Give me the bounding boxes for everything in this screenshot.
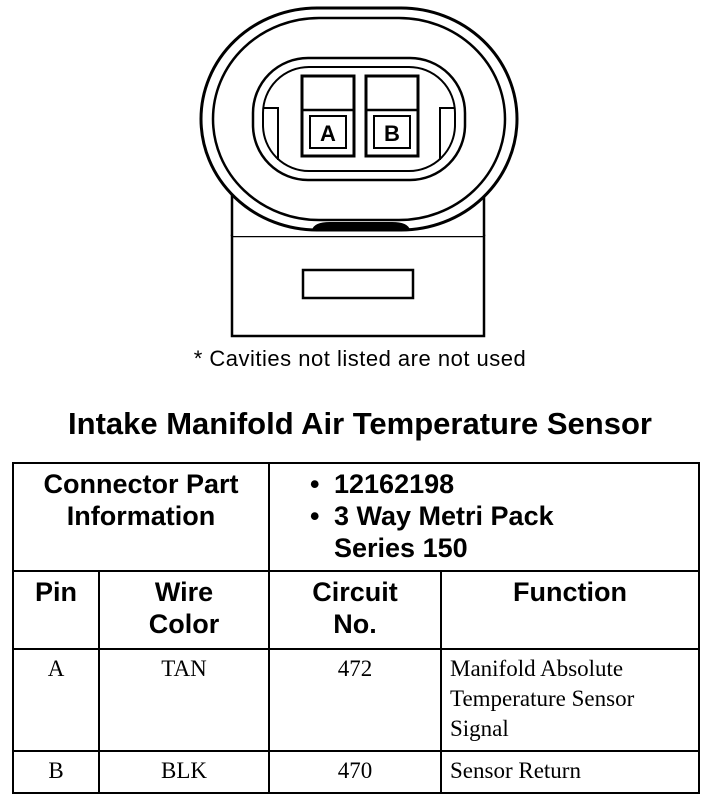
connector-key: [312, 222, 410, 230]
header-circuit-line1: Circuit: [312, 577, 398, 607]
header-wire-color-line1: Wire: [154, 577, 214, 607]
cavity-a-label-box: [309, 115, 347, 149]
part-number-item: •12162198: [310, 469, 455, 499]
cavity-a-label: A: [320, 121, 336, 146]
part-number: 12162198: [334, 469, 455, 499]
header-function: Function: [439, 570, 701, 650]
connector-inner-face-rim: [262, 66, 456, 172]
function-line: Temperature Sensor: [450, 686, 635, 711]
connector-face-edge-right: [439, 107, 455, 160]
connector-info-row: Connector Part Information •12162198 •3 …: [12, 462, 701, 572]
wire-color-cell: BLK: [98, 750, 270, 794]
part-type: 3 Way Metri Pack: [334, 501, 554, 531]
connector-face-edge-left: [263, 107, 279, 160]
header-circuit: Circuit No.: [268, 570, 442, 650]
header-pin-text: Pin: [34, 577, 77, 607]
function-cell: Manifold Absolute Temperature Sensor Sig…: [439, 648, 701, 752]
part-series-item: Series 150: [310, 532, 698, 564]
function-cell: Sensor Return: [439, 750, 701, 794]
part-series: Series 150: [334, 533, 468, 563]
function-line: Signal: [450, 716, 509, 741]
table-row: A TAN 472 Manifold Absolute Temperature …: [12, 648, 701, 752]
function-line: Sensor Return: [450, 758, 581, 783]
table-row: B BLK 470 Sensor Return: [12, 750, 701, 794]
pin-cell: B: [12, 750, 100, 794]
cavity-b-label: B: [384, 121, 400, 146]
cavity-b-label-box: [373, 115, 411, 149]
connector-part-label-line2: Information: [66, 501, 216, 531]
function-line: Manifold Absolute: [450, 656, 624, 681]
header-pin: Pin: [12, 570, 100, 650]
sensor-title: Intake Manifold Air Temperature Sensor: [68, 406, 652, 441]
wire-color-cell: TAN: [98, 648, 270, 752]
unused-cavities-note: * Cavities not listed are not used: [193, 346, 527, 371]
pin-cell: A: [12, 648, 100, 752]
connector-part-label: Connector Part Information: [12, 462, 270, 572]
connector-latch-slot: [301, 268, 415, 300]
circuit-cell: 472: [268, 648, 442, 752]
header-wire-color-line2: Color: [148, 609, 220, 639]
header-row: Pin Wire Color Circuit No. Function: [12, 570, 701, 650]
pinout-table: Connector Part Information •12162198 •3 …: [12, 462, 701, 794]
header-circuit-line2: No.: [333, 609, 377, 639]
connector-part-label-line1: Connector Part: [43, 469, 239, 499]
header-function-text: Function: [513, 577, 627, 607]
connector-diagram: A B: [199, 6, 519, 338]
circuit-cell: 470: [268, 750, 442, 794]
part-type-item: •3 Way Metri Pack: [310, 501, 554, 531]
connector-part-info: •12162198 •3 Way Metri Pack Series 150: [267, 462, 701, 572]
header-wire-color: Wire Color: [98, 570, 270, 650]
